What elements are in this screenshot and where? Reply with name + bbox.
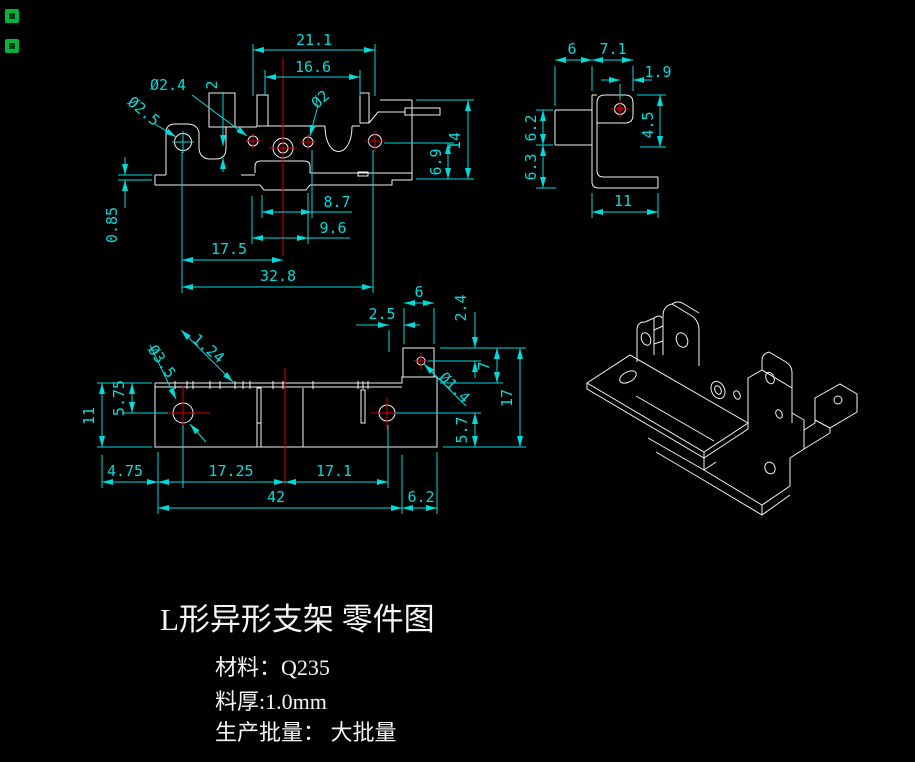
dim-right-height: 17 (498, 389, 516, 407)
marker-glyph (9, 13, 15, 19)
note-batch: 生产批量： 大批量 (215, 720, 397, 745)
dim-top-width: 21.1 (296, 31, 332, 49)
marker-glyph (9, 43, 15, 49)
dim-inner-height: 6.9 (427, 148, 445, 175)
dim-height: 11 (80, 407, 98, 425)
dim-tab-hole-offset: 2.4 (452, 294, 470, 321)
dim-overall: 42 (267, 488, 285, 506)
dim-flange-offset: 0.85 (103, 207, 121, 243)
dim-upper-height: 6.2 (522, 114, 540, 141)
dim-inner-width: 16.6 (295, 58, 331, 76)
dim-hole-mid: Ø2.4 (150, 76, 186, 94)
dim-flange-width: 6 (567, 40, 576, 58)
dim-pitch-left: 17.25 (208, 462, 253, 480)
isometric-view (586, 301, 858, 516)
dim-top-width: 7.1 (599, 40, 626, 58)
dim-tab-width: 6 (414, 283, 423, 301)
dim-wall: 6.2 (407, 488, 434, 506)
dim-tab-offset: 2.5 (368, 305, 395, 323)
dim-edge-to-hole: 5.75 (110, 380, 128, 416)
front-view: 21.1 16.6 Ø2.4 Ø2.5 Ø2 2 14 6.9 0.85 8.7… (103, 31, 474, 293)
dim-tab-hole: Ø1.4 (435, 368, 473, 406)
dim-hole-bottom: 5.7 (453, 416, 471, 443)
green-marker-icon-bottom[interactable] (5, 39, 19, 53)
dim-hole-big: Ø3.5 (144, 341, 179, 381)
dim-base-width: 11 (614, 192, 632, 210)
dim-slot-pitch: 1.24 (189, 330, 228, 367)
dim-left-offset: 4.75 (107, 462, 143, 480)
dim-lower-height: 6.3 (522, 153, 540, 180)
dim-hole-left: Ø2.5 (124, 93, 163, 130)
dim-step: 2 (203, 80, 221, 89)
title-block: L形异形支架 零件图 材料：Q235 料厚:1.0mm 生产批量： 大批量 (160, 602, 435, 745)
part-title: L形异形支架 零件图 (160, 602, 435, 637)
dim-left-span: 17.5 (211, 240, 247, 258)
dim-hole-height: 4.5 (639, 111, 657, 138)
note-material: 材料：Q235 (215, 655, 330, 680)
dim-overall-width: 32.8 (260, 267, 296, 285)
dim-height: 14 (446, 132, 464, 150)
note-thickness: 料厚:1.0mm (215, 689, 327, 714)
dim-notch-inner: 8.7 (323, 193, 350, 211)
dim-notch-outer: 9.6 (319, 219, 346, 237)
dim-hole-offset: 1.9 (644, 63, 671, 81)
bottom-view: 5.75 11 Ø3.5 1.24 4.75 17.25 17.1 42 6.2… (80, 283, 526, 514)
side-view: 6 7.1 1.9 6.2 6.3 4.5 11 (522, 40, 672, 218)
green-marker-icon-top[interactable] (5, 9, 19, 23)
dim-hole-center: Ø2 (308, 87, 333, 112)
dim-tab-span: 7 (475, 361, 493, 370)
dim-pitch-right: 17.1 (316, 462, 352, 480)
